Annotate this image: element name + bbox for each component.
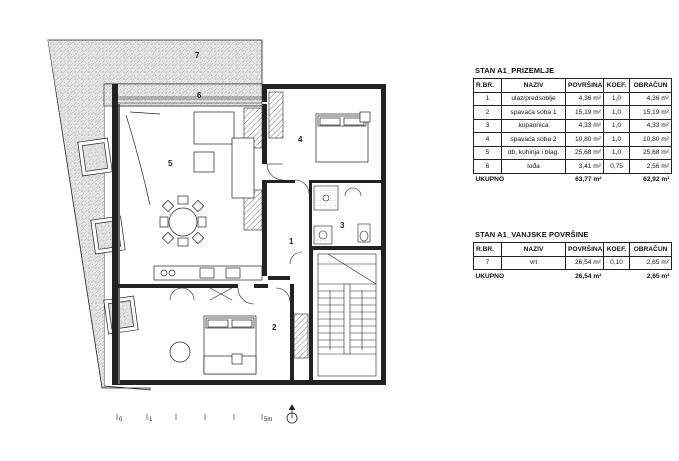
door-swings: [169, 163, 310, 305]
table-cell: 10,80 m²: [565, 132, 604, 147]
floor-plan: 7 6 5 4 3 1 2 0 1 5m: [47, 39, 386, 424]
scale-tick-1: 1: [149, 417, 153, 423]
room-label-4: 4: [298, 135, 303, 144]
col-header: NAZIV: [501, 78, 566, 93]
table-cell: db, kuhinja i blag.: [501, 145, 566, 160]
living-furniture: [125, 111, 255, 247]
col-header: NAZIV: [501, 242, 566, 257]
room-label-3: 3: [340, 221, 345, 230]
bed-room2: [169, 315, 257, 375]
table-cell: 26,54 m²: [565, 255, 604, 270]
table-cell: 7: [473, 255, 502, 270]
col-header: R.BR.: [473, 242, 502, 257]
table1-title: STAN A1_PRIZEMLJE: [475, 66, 555, 75]
table-cell: 1,0: [603, 105, 630, 120]
total-label: UKUPNO: [473, 172, 566, 186]
kitchen-counter: [153, 265, 263, 281]
table-cell: 6: [473, 159, 502, 174]
table-cell: 2,56 m²: [629, 159, 672, 174]
garden-paving: [47, 39, 263, 391]
room-label-1: 1: [289, 237, 294, 246]
table-cell: 10,80 m²: [629, 132, 672, 147]
table-cell: 15,19 m²: [565, 105, 604, 120]
table2-title: STAN A1_VANJSKE POVRŠINE: [475, 230, 589, 239]
table-cell: 1,0: [603, 118, 630, 133]
table-cell: 3,41 m²: [565, 159, 604, 174]
total-empty: [603, 172, 630, 186]
bed-room4: [315, 111, 371, 163]
table-cell: kupaonica: [501, 118, 566, 133]
north-arrow-icon: [286, 404, 298, 424]
table-cell: 0,75: [603, 159, 630, 174]
staircase: [317, 253, 377, 377]
total-calc: 2,65 m²: [629, 269, 672, 283]
bathroom-fixtures: [313, 185, 371, 245]
table-cell: vrt: [501, 255, 566, 270]
total-empty: [603, 269, 630, 283]
col-header: OBRAČUN: [629, 242, 672, 257]
room-label-5: 5: [168, 159, 173, 168]
wardrobe-bedroom2: [268, 91, 284, 139]
total-area: 63,77 m²: [565, 172, 604, 186]
table-cell: 4,36 m²: [565, 91, 604, 106]
table-cell: 3: [473, 118, 502, 133]
window-glazing: [118, 102, 262, 107]
table-cell: 4,36 m²: [629, 91, 672, 106]
total-label: UKUPNO: [473, 269, 566, 283]
room-label-7: 7: [195, 51, 200, 60]
table-cell: 4,33 m²: [629, 118, 672, 133]
col-header: KOEF.: [603, 78, 630, 93]
col-header: POVRŠINA: [565, 242, 604, 257]
table-header-row: R.BR. NAZIV POVRŠINA KOEF. OBRAČUN: [473, 242, 672, 257]
table-cell: 1,0: [603, 91, 630, 106]
scale-tick-5m: 5m: [264, 417, 272, 423]
table-cell: 25,68 m²: [565, 145, 604, 160]
table-cell: spavaća soba 1: [501, 105, 566, 120]
garden-planters: [77, 137, 139, 335]
total-area: 26,54 m²: [565, 269, 604, 283]
col-header: KOEF.: [603, 242, 630, 257]
table-cell: lođa: [501, 159, 566, 174]
room-label-2: 2: [272, 323, 277, 332]
total-calc: 62,92 m²: [629, 172, 672, 186]
col-header: OBRAČUN: [629, 78, 672, 93]
table-cell: 1,0: [603, 145, 630, 160]
scale-bar: [116, 414, 263, 420]
table-cell: 2,65 m²: [629, 255, 672, 270]
table-cell: 25,68 m²: [629, 145, 672, 160]
table-cell: 4: [473, 132, 502, 147]
table-cell: 0,10: [603, 255, 630, 270]
table-cell: ulaz/predsoblje: [501, 91, 566, 106]
table-cell: 1: [473, 91, 502, 106]
scale-tick-0: 0: [119, 417, 123, 423]
table-cell: 2: [473, 105, 502, 120]
table-cell: spavaća soba 2: [501, 132, 566, 147]
room-label-6: 6: [197, 91, 202, 100]
wardrobe-bedroom1: [293, 313, 309, 359]
exterior-walls: [112, 84, 386, 385]
table-cell: 1,0: [603, 132, 630, 147]
table-cell: 15,19 m²: [629, 105, 672, 120]
area-tables: STAN A1_PRIZEMLJE R.BR. NAZIV POVRŠINA K…: [473, 66, 672, 283]
col-header: R.BR.: [473, 78, 502, 93]
table-header-row: R.BR. NAZIV POVRŠINA KOEF. OBRAČUN: [473, 78, 672, 93]
table-cell: 4,33 m²: [565, 118, 604, 133]
table-cell: 5: [473, 145, 502, 160]
interior-walls: [118, 104, 381, 380]
col-header: POVRŠINA: [565, 78, 604, 93]
